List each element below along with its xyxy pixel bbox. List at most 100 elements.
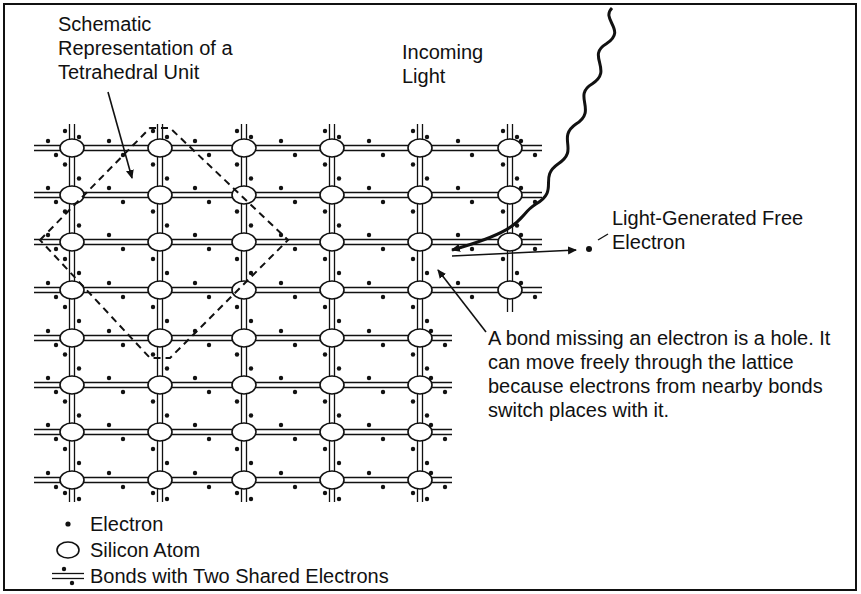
electron-dot	[323, 305, 327, 309]
electron-dot	[107, 329, 111, 333]
electron-dot	[77, 366, 81, 370]
electron-dot	[425, 135, 429, 139]
electron-dot	[381, 295, 385, 299]
electron-dot	[533, 295, 537, 299]
electron-dot	[515, 176, 519, 180]
electron-dot	[293, 153, 297, 157]
electron-dot	[193, 423, 197, 427]
electron-dot	[121, 485, 125, 489]
silicon-atom	[232, 186, 256, 204]
bond-line	[52, 578, 84, 579]
electron-dot	[107, 376, 111, 380]
electron-dot	[63, 491, 67, 495]
silicon-atom	[408, 376, 432, 394]
electron-dot	[279, 186, 283, 190]
bond-line	[422, 124, 423, 502]
silicon-atom	[408, 139, 432, 157]
electron-dot	[121, 247, 125, 251]
electron-dot	[443, 437, 447, 441]
electron-dot	[279, 139, 283, 143]
bond-line	[246, 124, 247, 502]
electron-dot	[381, 343, 385, 347]
electron-dot	[54, 437, 58, 441]
electron-dot	[456, 186, 460, 190]
silicon-atom	[408, 471, 432, 489]
leader-line	[598, 234, 608, 240]
silicon-atom	[320, 329, 344, 347]
electron-dot	[151, 352, 155, 356]
silicon-atom	[148, 281, 172, 299]
silicon-atom	[232, 139, 256, 157]
electron-dot	[501, 257, 505, 261]
bond-line	[241, 124, 242, 502]
electron-dot	[63, 162, 67, 166]
electron-dot	[249, 319, 253, 323]
electron-dot	[293, 390, 297, 394]
callout-label: Light-Generated Free Electron	[612, 206, 842, 254]
silicon-atom	[232, 376, 256, 394]
electron-dot	[425, 319, 429, 323]
electron-dot	[151, 129, 155, 133]
electron-dot	[533, 153, 537, 157]
electron-dot	[411, 491, 415, 495]
electron-dot	[151, 491, 155, 495]
electron-path	[452, 250, 576, 256]
electron-dot	[151, 257, 155, 261]
electron-dot	[515, 135, 519, 139]
silicon-atom	[148, 376, 172, 394]
electron-dot	[65, 521, 70, 526]
electron-dot	[121, 343, 125, 347]
silicon-atom	[148, 186, 172, 204]
electron-dot	[323, 129, 327, 133]
electron-dot	[381, 390, 385, 394]
electron-dot	[293, 485, 297, 489]
electron-dot	[411, 447, 415, 451]
electron-dot	[165, 497, 169, 501]
silicon-atom	[498, 233, 522, 251]
electron-dot	[54, 200, 58, 204]
electron-dot	[337, 461, 341, 465]
electron-dot	[121, 437, 125, 441]
electron-dot	[337, 497, 341, 501]
electron-dot	[411, 257, 415, 261]
callout-label: Schematic Representation of a Tetrahedra…	[58, 12, 258, 84]
electron-dot	[367, 376, 371, 380]
electron-dot	[77, 223, 81, 227]
silicon-atom	[320, 423, 344, 441]
silicon-atom	[320, 281, 344, 299]
silicon-atom	[320, 186, 344, 204]
electron-dot	[151, 305, 155, 309]
electron-dot	[515, 271, 519, 275]
electron-dot	[470, 153, 474, 157]
electron-dot	[235, 162, 239, 166]
electron-dot	[207, 247, 211, 251]
electron-dot	[121, 390, 125, 394]
electron-dot	[249, 366, 253, 370]
silicon-atom	[232, 329, 256, 347]
electron-dot	[323, 162, 327, 166]
electron-dot	[207, 295, 211, 299]
electron-dot	[77, 413, 81, 417]
electron-dot	[235, 399, 239, 403]
electron-dot	[107, 471, 111, 475]
electron-dot	[367, 186, 371, 190]
electron-dot	[337, 366, 341, 370]
electron-dot	[151, 447, 155, 451]
callout-label: Incoming Light	[402, 40, 512, 88]
electron-dot	[207, 153, 211, 157]
electron-dot	[46, 423, 50, 427]
electron-dot	[193, 376, 197, 380]
electron-dot	[367, 139, 371, 143]
electron-dot	[107, 423, 111, 427]
electron-dot	[77, 135, 81, 139]
electron-dot	[151, 209, 155, 213]
electron-dot	[54, 390, 58, 394]
legend-text: Silicon Atom	[90, 538, 200, 562]
electron-dot	[367, 281, 371, 285]
electron-dot	[77, 319, 81, 323]
electron-dot	[193, 281, 197, 285]
bond-line	[334, 124, 335, 502]
electron-dot	[235, 305, 239, 309]
electron-dot	[63, 399, 67, 403]
electron-dot	[46, 471, 50, 475]
